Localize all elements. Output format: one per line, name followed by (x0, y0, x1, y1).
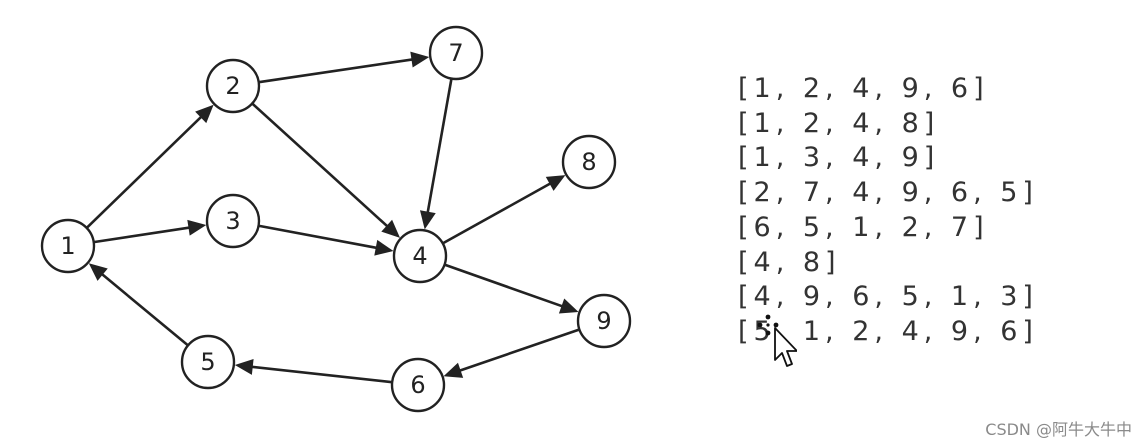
edge-line (258, 224, 378, 250)
edge-line (258, 58, 414, 84)
node-label: 4 (412, 242, 427, 270)
arrowhead-icon (419, 210, 436, 230)
path-item: [4, 9, 6, 5, 1, 3] (738, 281, 1038, 313)
node-circle (390, 357, 446, 413)
arrowhead-icon (558, 298, 579, 314)
node-2: 2 (205, 58, 261, 114)
path-item: [2, 7, 4, 9, 6, 5] (738, 177, 1038, 209)
arrowhead-icon (88, 263, 108, 281)
node-7: 7 (428, 25, 484, 81)
node-label: 5 (200, 348, 215, 376)
arrowhead-icon (374, 239, 394, 256)
edge-line (250, 365, 393, 384)
edge-2-4 (251, 102, 401, 238)
arrowhead-icon (381, 219, 401, 238)
node-circle (576, 293, 632, 349)
node-label: 2 (225, 72, 240, 100)
edge-line (251, 102, 390, 229)
nodes-layer: 1 2 3 4 5 6 7 8 9 (40, 25, 632, 413)
node-4: 4 (392, 228, 448, 284)
node-5: 5 (180, 334, 236, 390)
edge-line (442, 181, 553, 245)
edge-4-8 (442, 175, 566, 245)
node-circle (40, 218, 96, 274)
node-label: 7 (448, 39, 463, 67)
edge-7-4 (419, 78, 453, 230)
edge-1-2 (85, 104, 214, 229)
arrowhead-icon (410, 51, 430, 68)
edge-5-1 (88, 263, 189, 347)
node-label: 6 (410, 371, 425, 399)
node-circle (205, 193, 261, 249)
edge-line (426, 78, 453, 214)
arrowhead-icon (443, 362, 464, 378)
watermark: CSDN @阿牛大牛中 (985, 420, 1132, 439)
arrowhead-icon (195, 104, 214, 124)
path-item: [4, 8] (738, 246, 841, 278)
edge-4-9 (444, 263, 579, 314)
arrowhead-icon (545, 175, 566, 191)
edge-2-7 (258, 51, 430, 84)
node-circle (180, 334, 236, 390)
edge-line (93, 226, 191, 244)
arrowhead-icon (234, 358, 254, 375)
paths-list: [1, 2, 4, 9, 6] [1, 2, 4, 8] [1, 3, 4, 9… (738, 72, 1038, 350)
edges-layer (85, 51, 580, 384)
node-circle (205, 58, 261, 114)
edge-1-3 (93, 219, 207, 244)
node-label: 8 (581, 148, 596, 176)
move-cursor-icon (757, 314, 797, 367)
node-3: 3 (205, 193, 261, 249)
edge-line (100, 272, 189, 347)
edge-9-6 (443, 328, 580, 378)
node-label: 9 (596, 307, 611, 335)
node-circle (392, 228, 448, 284)
path-item: [6, 5, 1, 2, 7] (738, 211, 989, 243)
path-item: [1, 3, 4, 9] (738, 142, 940, 174)
arrowhead-icon (187, 219, 207, 236)
edge-3-4 (258, 224, 394, 256)
node-label: 3 (225, 207, 240, 235)
node-6: 6 (390, 357, 446, 413)
node-circle (561, 134, 617, 190)
directed-graph: 1 2 3 4 5 6 7 8 9 (40, 25, 632, 413)
edge-line (85, 115, 204, 229)
edge-line (458, 328, 580, 373)
node-1: 1 (40, 218, 96, 274)
edge-line (444, 263, 564, 308)
path-item: [1, 2, 4, 9, 6] (738, 73, 989, 104)
node-9: 9 (576, 293, 632, 349)
node-8: 8 (561, 134, 617, 190)
node-label: 1 (60, 232, 75, 260)
edge-6-5 (234, 358, 393, 384)
path-item: [1, 2, 4, 8] (738, 107, 940, 139)
node-circle (428, 25, 484, 81)
